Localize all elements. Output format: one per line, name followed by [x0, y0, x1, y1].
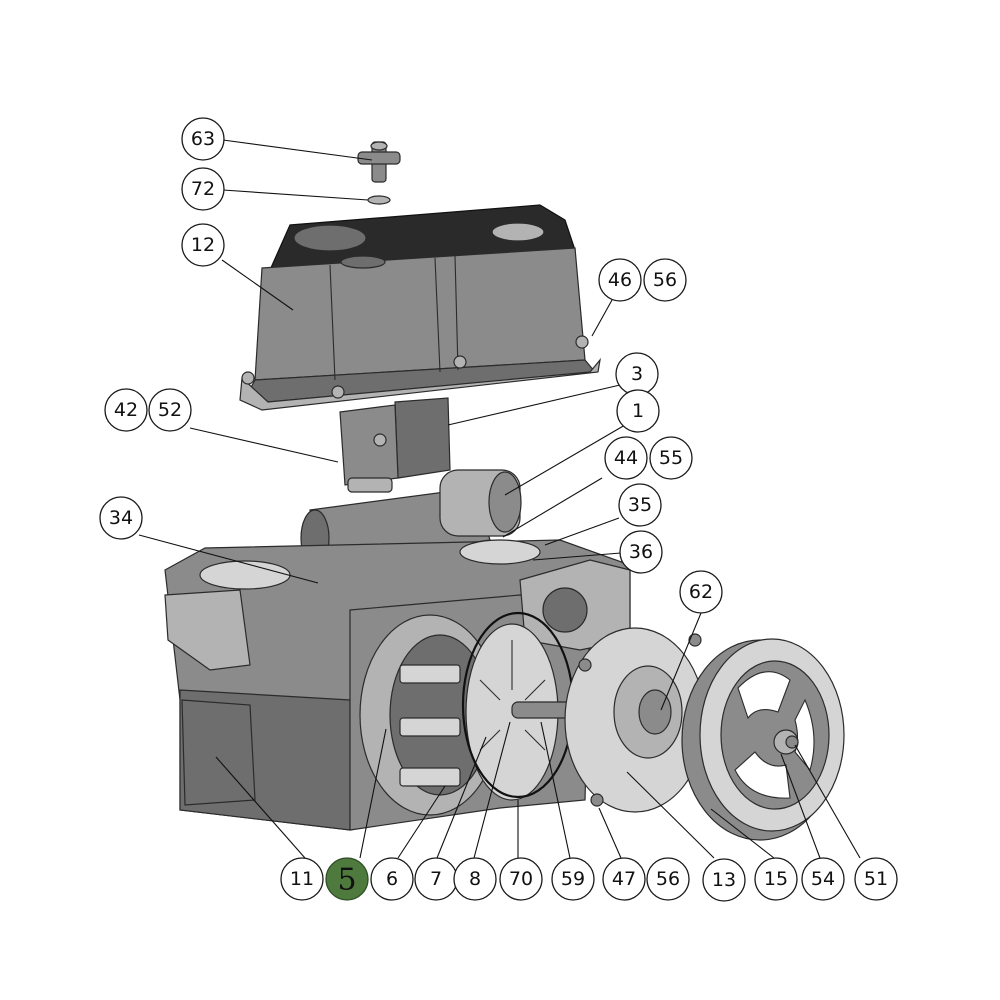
callout-51[interactable]: 51	[854, 857, 898, 901]
callout-8[interactable]: 8	[453, 857, 497, 901]
callout-52[interactable]: 52	[148, 388, 192, 432]
callout-11[interactable]: 11	[280, 857, 324, 901]
callout-34[interactable]: 34	[99, 496, 143, 540]
callout-6[interactable]: 6	[370, 857, 414, 901]
part-washer-72	[367, 195, 391, 205]
callout-47[interactable]: 47	[602, 857, 646, 901]
leader-lines	[138, 139, 861, 859]
callout-70[interactable]: 70	[499, 857, 543, 901]
callout-56-upper[interactable]: 56	[643, 258, 687, 302]
callout-56-lower[interactable]: 56	[646, 857, 690, 901]
callout-3[interactable]: 3	[615, 352, 659, 396]
callout-15[interactable]: 15	[754, 857, 798, 901]
callout-72[interactable]: 72	[181, 167, 225, 211]
callout-5-highlighted[interactable]: 5	[325, 857, 369, 901]
part-fitting-63	[357, 141, 401, 183]
callout-36[interactable]: 36	[619, 530, 663, 574]
callout-46[interactable]: 46	[598, 258, 642, 302]
callout-55[interactable]: 55	[649, 436, 693, 480]
callout-54[interactable]: 54	[801, 857, 845, 901]
callout-59[interactable]: 59	[551, 857, 595, 901]
callout-63[interactable]: 63	[181, 117, 225, 161]
part-pulley-15	[681, 638, 845, 841]
callout-12[interactable]: 12	[181, 223, 225, 267]
callout-7[interactable]: 7	[414, 857, 458, 901]
callout-62[interactable]: 62	[679, 570, 723, 614]
callout-42[interactable]: 42	[104, 388, 148, 432]
part-cover-12	[239, 204, 601, 411]
callout-44[interactable]: 44	[604, 436, 648, 480]
callout-13[interactable]: 13	[702, 858, 746, 902]
callout-1[interactable]: 1	[616, 389, 660, 433]
part-valve-3	[339, 397, 451, 493]
part-end-cover-13	[564, 627, 706, 813]
callout-35[interactable]: 35	[618, 483, 662, 527]
pump-assembly-illustration	[164, 141, 845, 841]
